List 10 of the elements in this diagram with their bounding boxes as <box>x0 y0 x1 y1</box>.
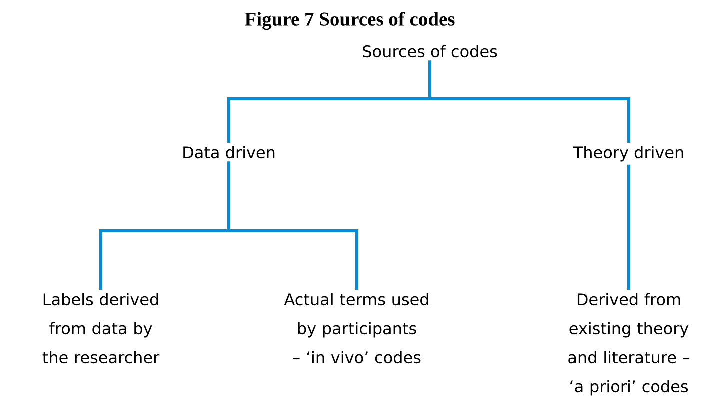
title: Figure 7 Sources of codes <box>245 12 455 30</box>
node-label: Labels derived from data by the researcher <box>42 293 160 364</box>
node-label: Sources of codes <box>363 45 498 58</box>
node-label: Derived from existing theory and literature – ‘a priori’ codes <box>568 293 690 396</box>
node-label: Data driven <box>184 146 275 159</box>
connector-line <box>428 60 630 143</box>
connector-line <box>628 164 630 290</box>
node-label: Theory driven <box>573 146 684 162</box>
connector-line <box>228 162 358 290</box>
node-label: Actual terms used by participants – ‘in vivo’ codes <box>284 293 428 364</box>
